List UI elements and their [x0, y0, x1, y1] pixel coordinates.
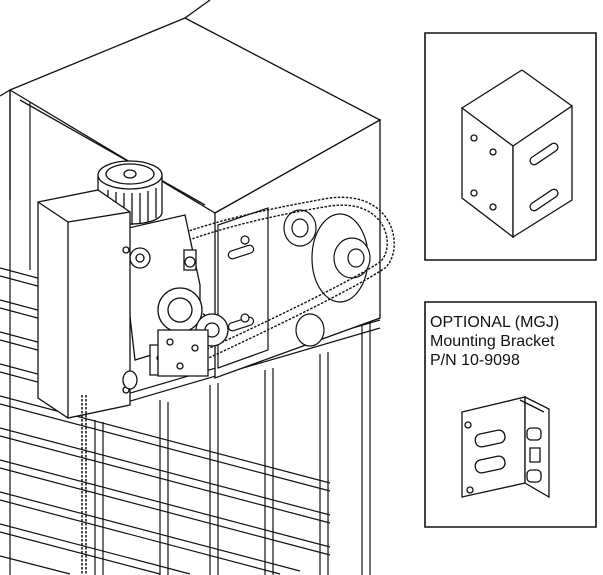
end-plate	[218, 208, 268, 368]
hand-chain	[82, 395, 86, 575]
motor	[98, 161, 228, 376]
caption-line-optional: OPTIONAL (MGJ)	[430, 314, 560, 331]
caption-line-description: Mounting Bracket	[430, 333, 555, 350]
caption-line-part-number: P/N 10-9098	[430, 352, 520, 369]
drive-sprocket	[284, 210, 370, 346]
bracket-frame-top	[425, 33, 596, 260]
bracket-frame-optional	[425, 302, 596, 527]
control-box	[38, 190, 137, 418]
shutter-curtain	[0, 90, 380, 575]
optional-bracket-caption: OPTIONAL (MGJ) Mounting Bracket P/N 10-9…	[430, 313, 596, 370]
optional-bracket-drawing	[462, 397, 549, 497]
mounting-bracket-drawing	[462, 70, 572, 237]
